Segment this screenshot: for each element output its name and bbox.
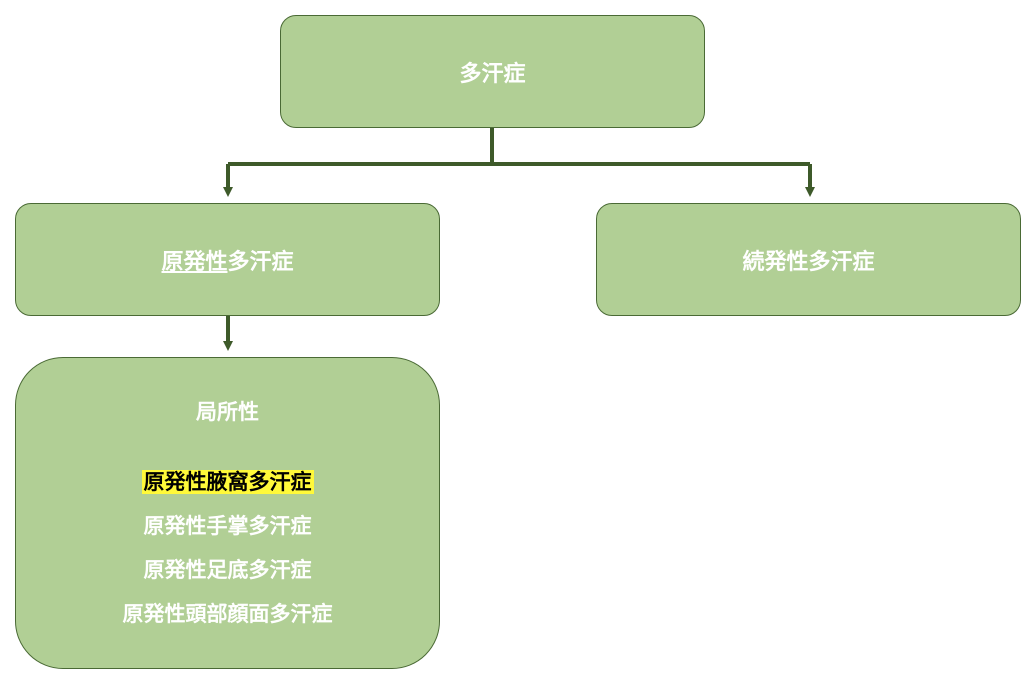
node-hyperhidrosis: 多汗症 bbox=[280, 15, 705, 128]
local-item-craniofacial: 原発性頭部顔面多汗症 bbox=[122, 602, 333, 626]
node-primary-label: 原発性多汗症 bbox=[161, 244, 293, 276]
node-local-hyperhidrosis: 局所性 原発性腋窩多汗症 原発性手掌多汗症 原発性足底多汗症 原発性頭部顔面多汗… bbox=[15, 357, 440, 669]
node-secondary-hyperhidrosis: 続発性多汗症 bbox=[596, 203, 1021, 316]
node-primary-hyperhidrosis: 原発性多汗症 bbox=[15, 203, 440, 316]
node-primary-label-rest: 多汗症 bbox=[227, 249, 294, 275]
local-item-axillary-label: 原発性腋窩多汗症 bbox=[141, 470, 314, 494]
local-item-plantar: 原発性足底多汗症 bbox=[143, 558, 312, 582]
node-hyperhidrosis-label: 多汗症 bbox=[459, 61, 526, 87]
node-primary-label-underlined: 原発性 bbox=[161, 249, 228, 275]
local-item-palmar: 原発性手掌多汗症 bbox=[143, 514, 312, 538]
node-local-title: 局所性 bbox=[196, 400, 259, 424]
node-secondary-label: 続発性多汗症 bbox=[742, 249, 875, 275]
local-item-axillary: 原発性腋窩多汗症 bbox=[141, 460, 314, 504]
